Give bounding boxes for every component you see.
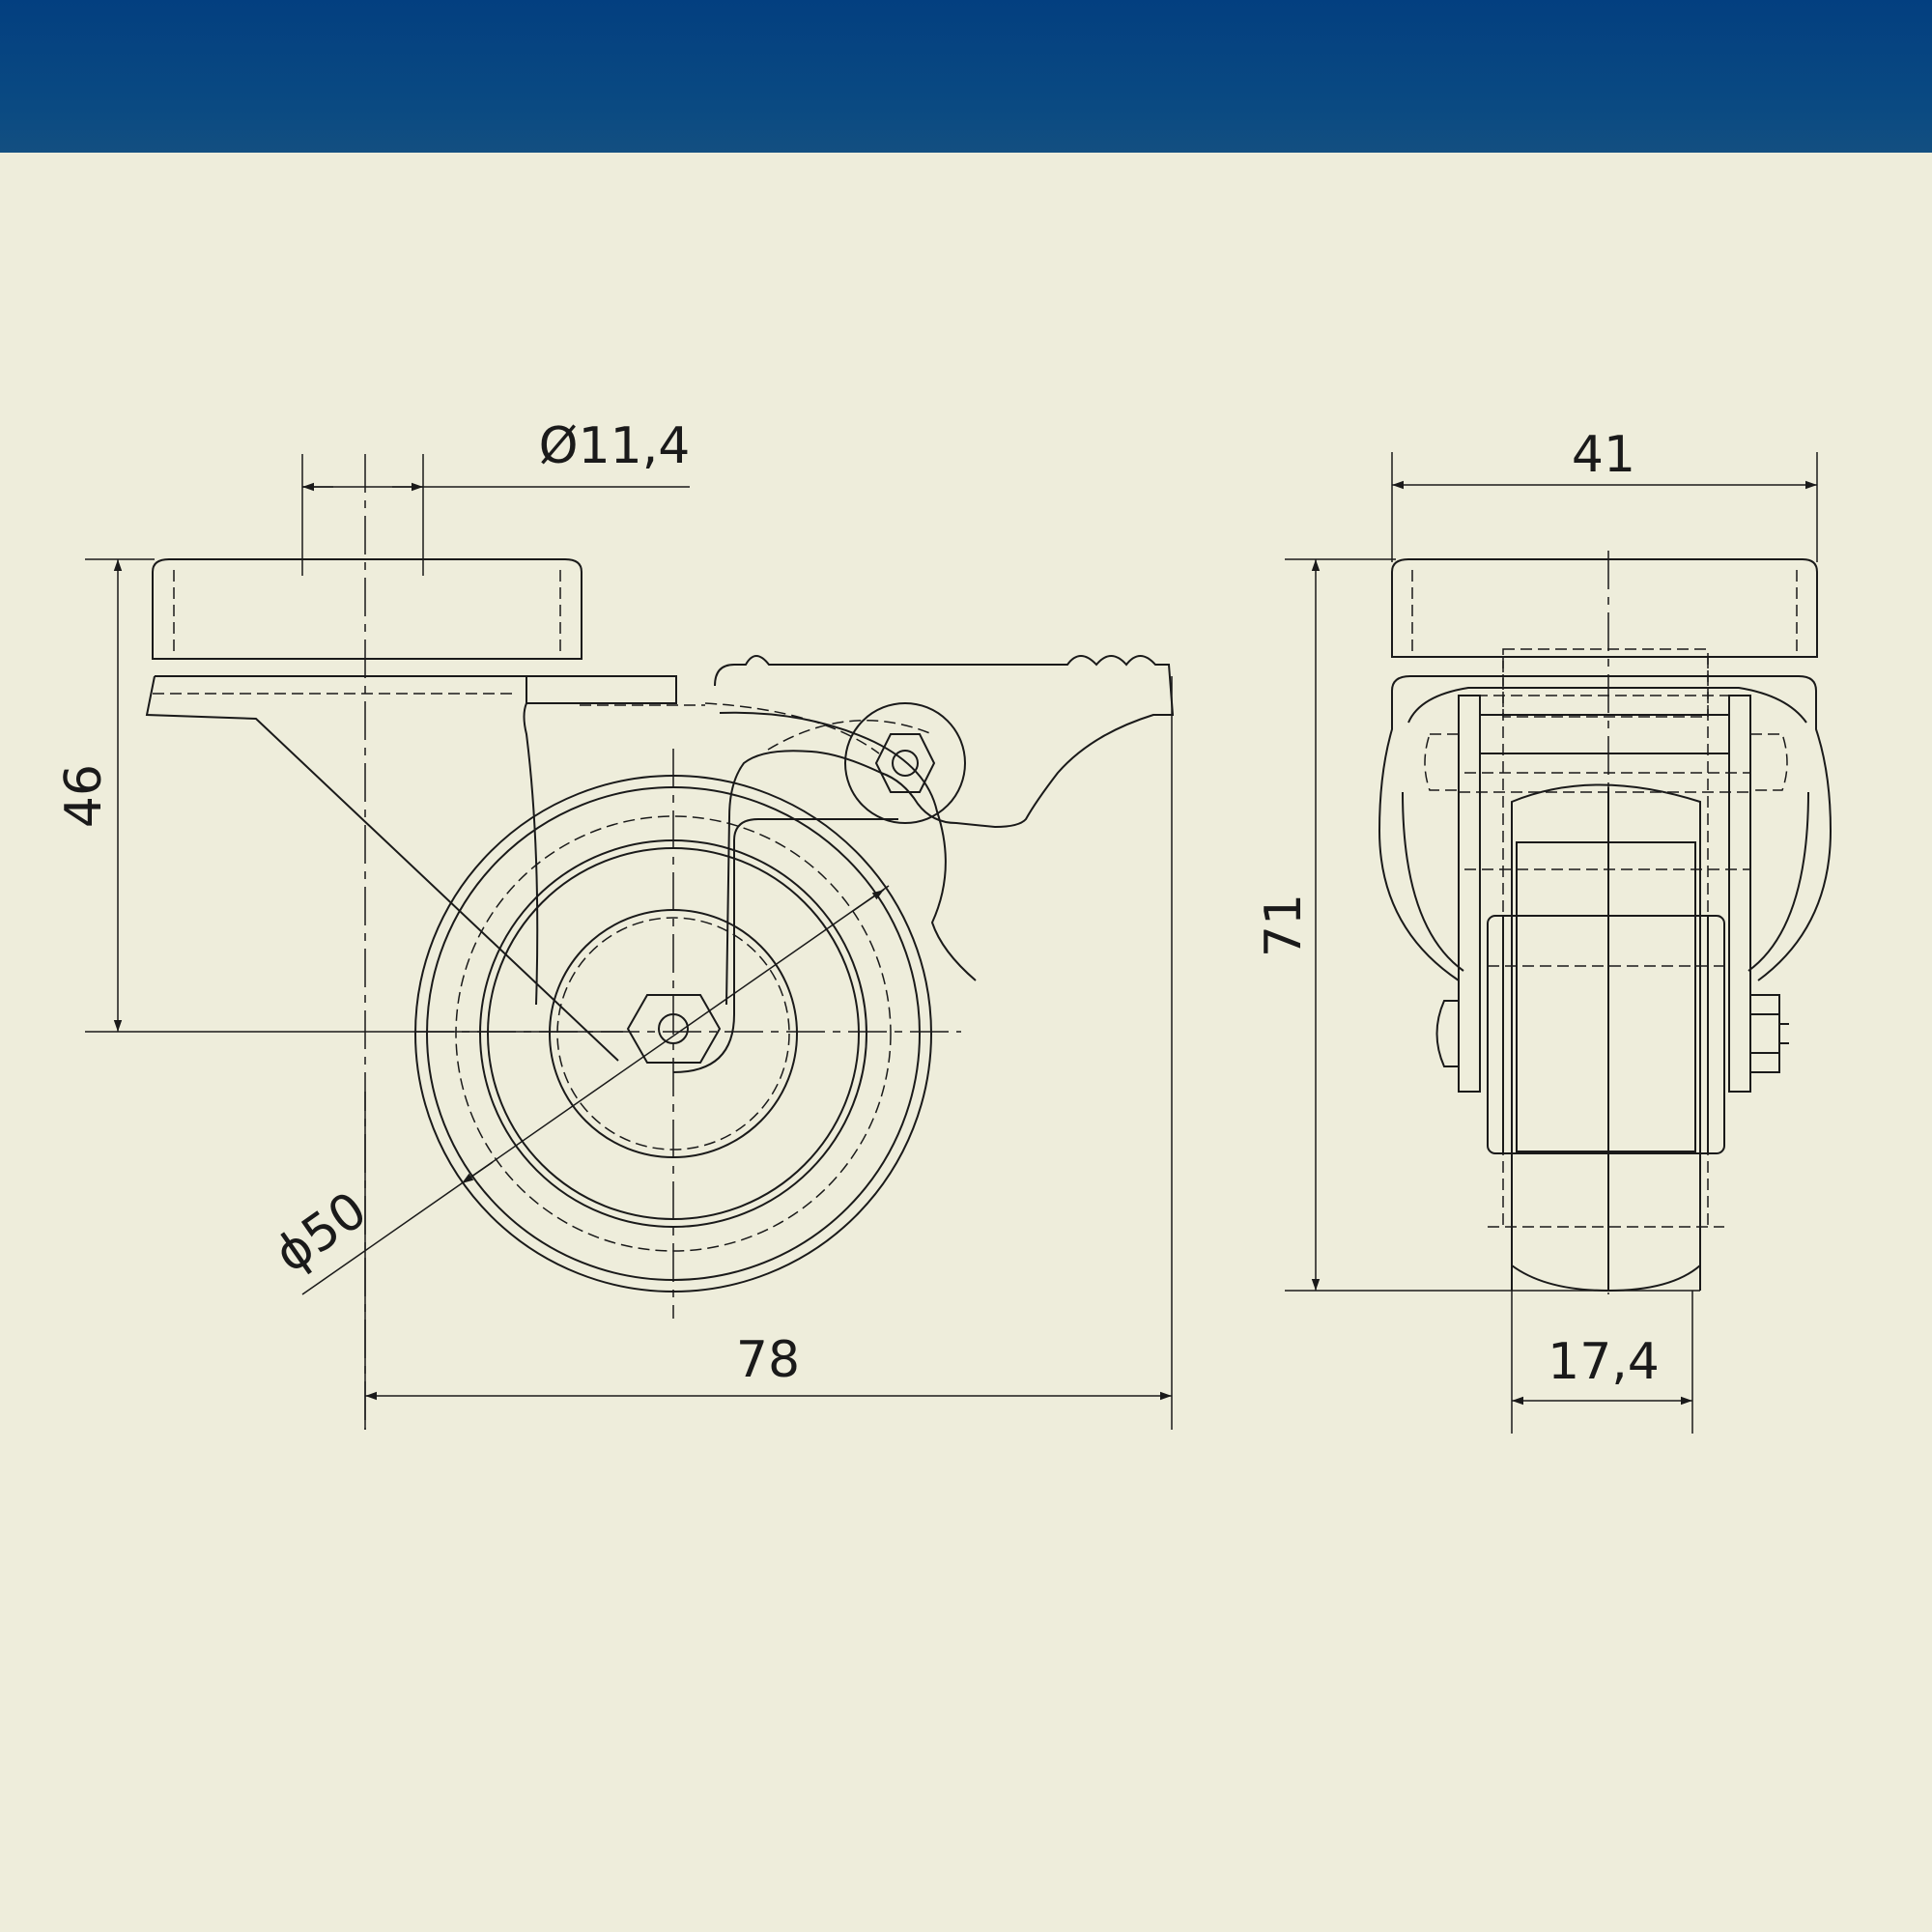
dim-bolt-diameter: Ø11,4 [539,417,691,475]
front-wheel [1511,783,1701,1291]
side-fork-housing [145,675,677,1062]
front-housing [1378,675,1833,981]
dim-wheel-diameter: ϕ50 [265,1181,378,1285]
side-top-plate [152,558,582,660]
side-lever-nut [874,733,936,793]
front-fork-right [1728,695,1751,1093]
front-view [1378,551,1833,1294]
dim-height-to-axle: 46 [55,764,113,828]
side-brake-lever [714,655,1175,1006]
dim-total-height: 71 [1255,894,1313,957]
dim-wheel-width: 17,4 [1548,1333,1660,1391]
dim-total-length: 78 [736,1331,800,1389]
side-view [145,454,1175,1430]
front-fork-left [1458,695,1481,1093]
side-view-dimensions [85,454,1173,1430]
front-top-plate [1391,558,1818,658]
front-view-dimensions [1285,452,1818,1434]
side-lever-pivot [844,702,966,824]
front-axle-nut [1749,994,1780,1073]
header-bar [0,0,1932,153]
side-axle-nut [626,994,722,1064]
dim-plate-width: 41 [1572,426,1635,484]
front-axle-bolt-head [1435,1000,1459,1067]
